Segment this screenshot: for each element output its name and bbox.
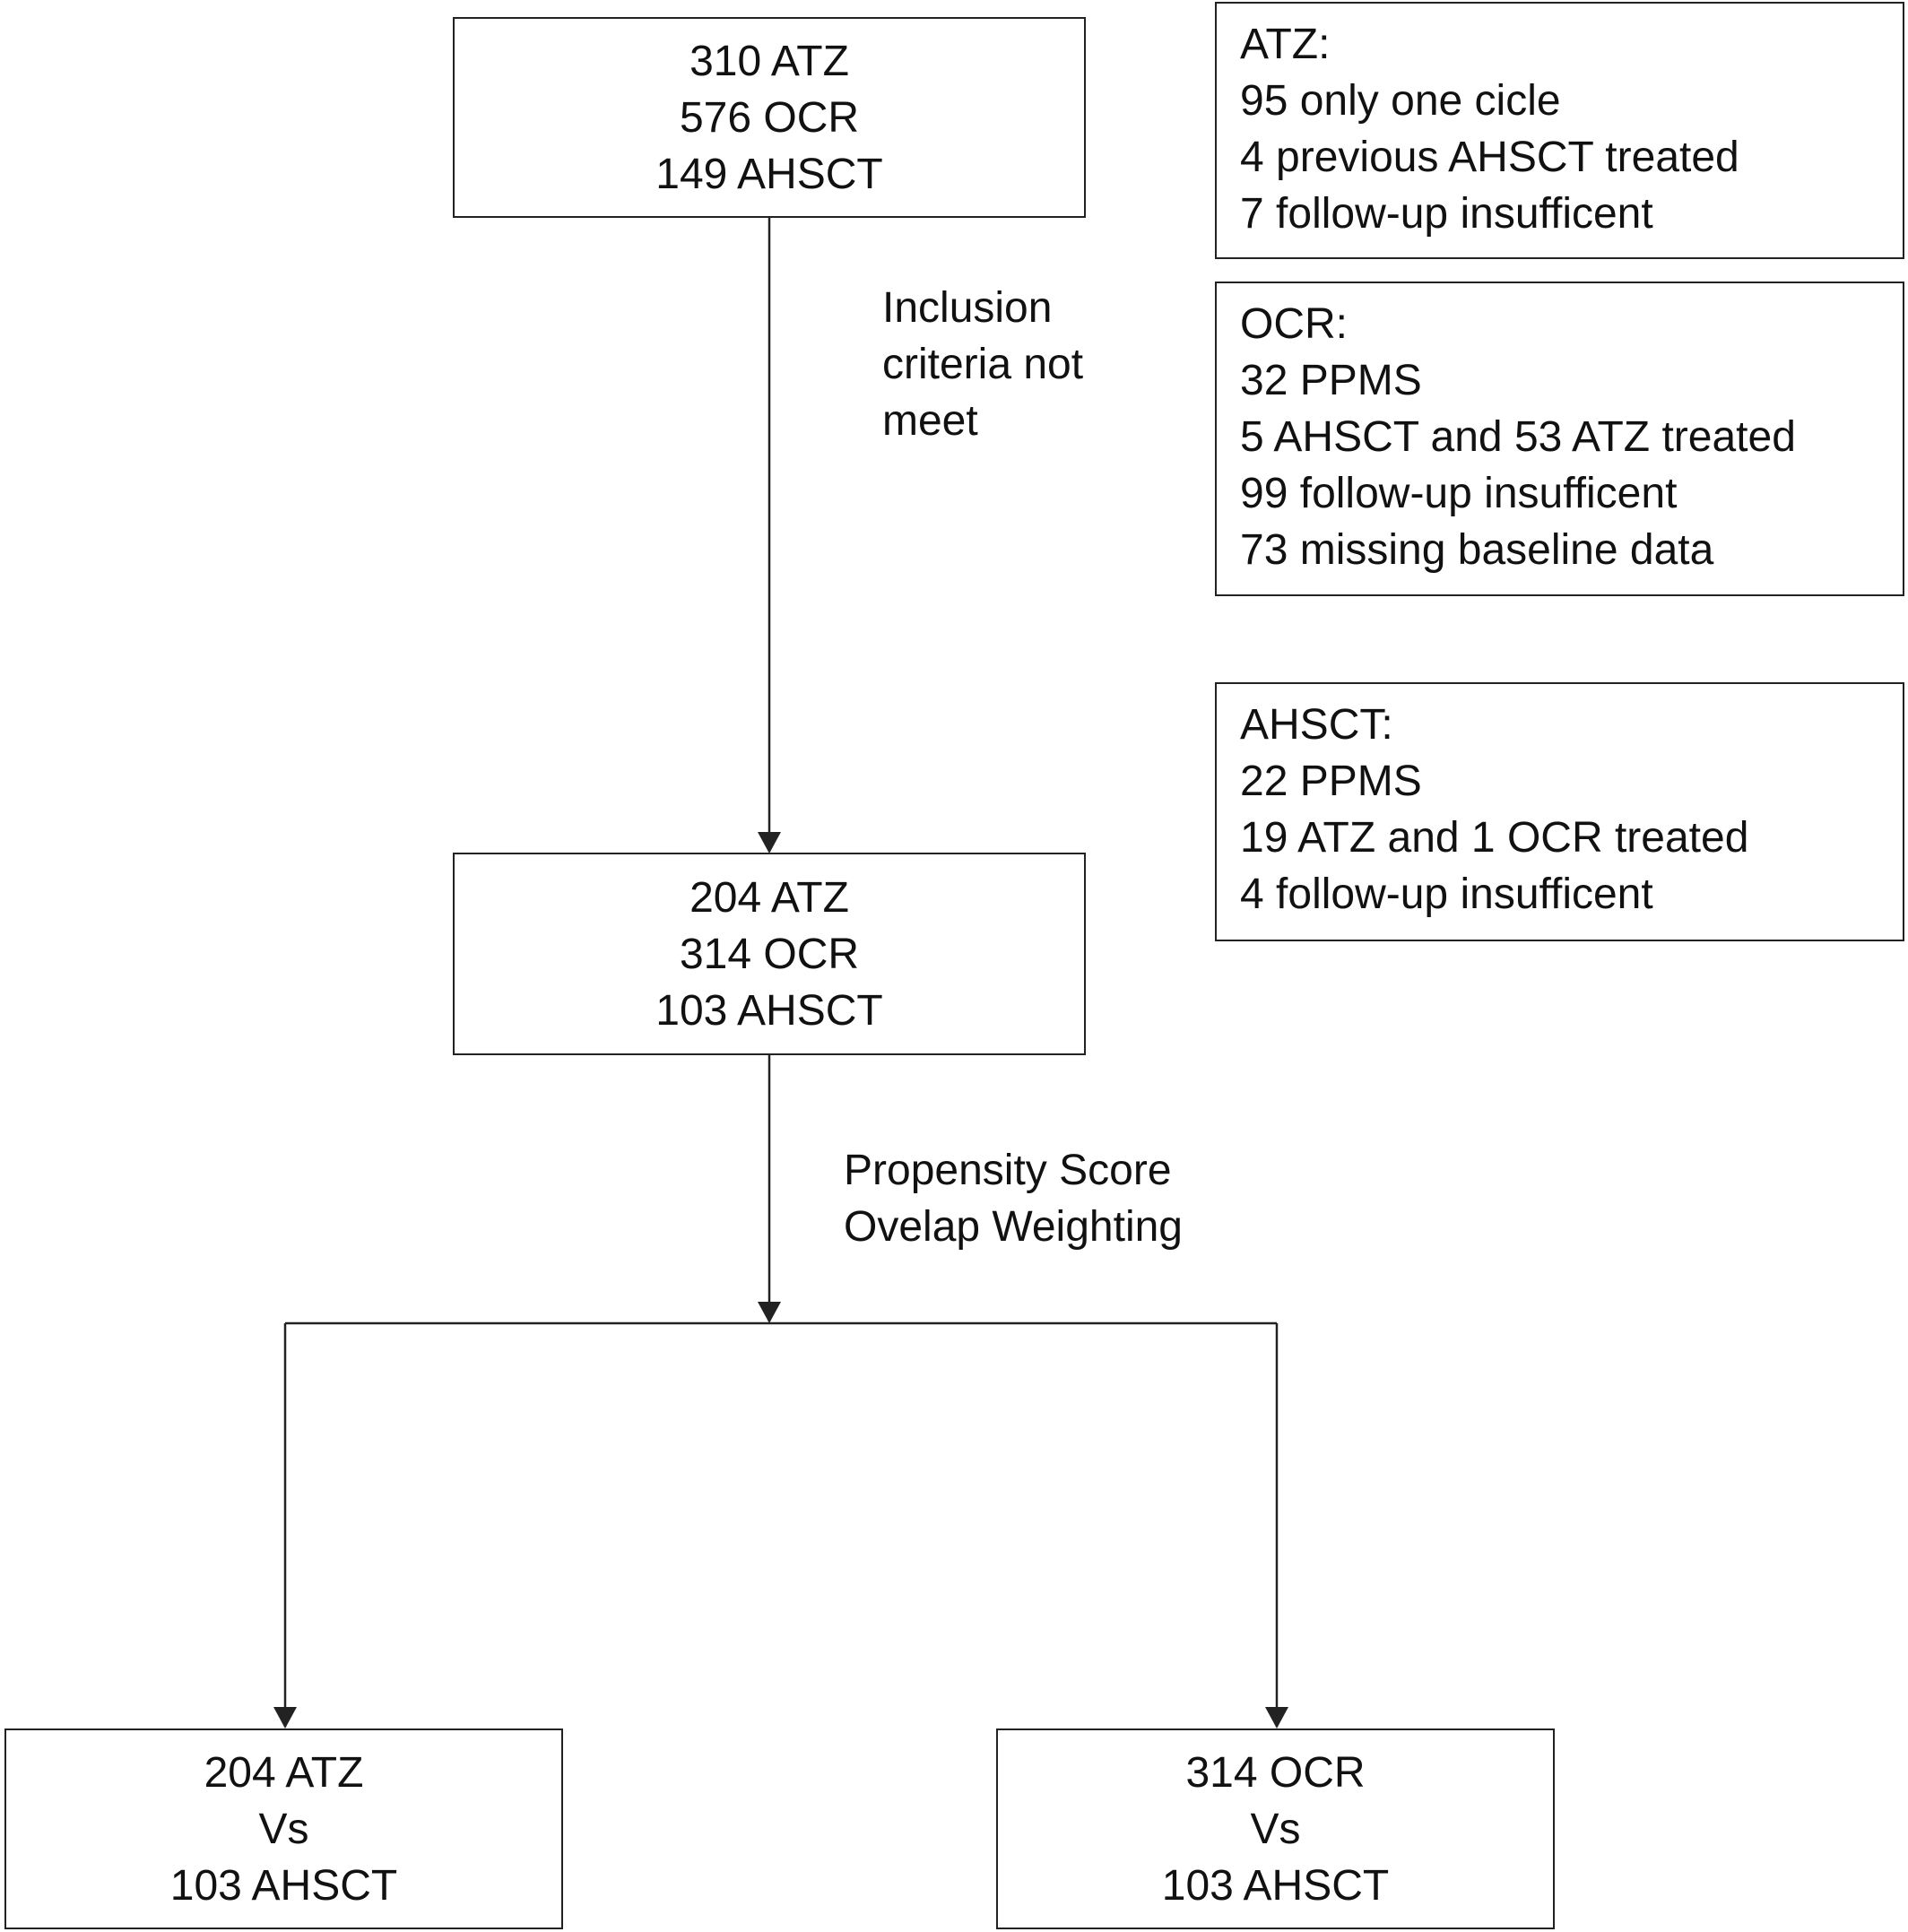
exclusion-atz-item: 95 only one cicle <box>1240 77 1561 125</box>
middle-box-line-ocr: 314 OCR <box>679 930 860 978</box>
inclusion-label-line-2: criteria not <box>882 341 1084 388</box>
arrowhead-top-to-middle <box>758 832 781 853</box>
bottom-left-box-atz-vs-ahsct: 204 ATZ Vs 103 AHSCT <box>4 1728 563 1929</box>
propensity-label-line-2: Ovelap Weighting <box>844 1203 1183 1251</box>
propensity-label-line-1: Propensity Score <box>844 1147 1172 1194</box>
top-box-line-ocr: 576 OCR <box>679 93 860 142</box>
exclusion-atz-item: 7 follow-up insufficent <box>1240 190 1653 238</box>
middle-box-included-cohort: 204 ATZ 314 OCR 103 AHSCT <box>453 853 1086 1055</box>
exclusion-ahsct-item: 22 PPMS <box>1240 758 1422 805</box>
arrowhead-middle-to-split <box>758 1302 781 1323</box>
arrowhead-split-to-right <box>1265 1707 1288 1728</box>
propensity-score-label: Propensity Score Ovelap Weighting <box>844 1142 1183 1255</box>
bottom-left-line-2: Vs <box>258 1805 309 1853</box>
bottom-left-line-3: 103 AHSCT <box>169 1861 398 1910</box>
exclusion-ahsct-title: AHSCT: <box>1240 701 1393 749</box>
middle-box-line-atz: 204 ATZ <box>689 873 849 922</box>
exclusion-ahsct-item: 4 follow-up insufficent <box>1240 871 1653 918</box>
exclusion-box-ahsct: AHSCT: 22 PPMS 19 ATZ and 1 OCR treated … <box>1215 682 1904 941</box>
arrowhead-split-to-left <box>273 1707 297 1728</box>
bottom-right-line-3: 103 AHSCT <box>1161 1861 1390 1910</box>
inclusion-label-line-1: Inclusion <box>882 284 1053 332</box>
exclusion-ocr-item: 99 follow-up insufficent <box>1240 470 1678 517</box>
middle-box-line-ahsct: 103 AHSCT <box>655 986 883 1035</box>
exclusion-box-atz: ATZ: 95 only one cicle 4 previous AHSCT … <box>1215 2 1904 259</box>
inclusion-label-line-3: meet <box>882 397 978 445</box>
exclusion-ocr-title: OCR: <box>1240 300 1348 348</box>
exclusion-ocr-item: 73 missing baseline data <box>1240 526 1714 574</box>
inclusion-criteria-label: Inclusion criteria not meet <box>882 280 1083 449</box>
top-box-initial-cohort: 310 ATZ 576 OCR 149 AHSCT <box>453 17 1086 218</box>
bottom-right-line-2: Vs <box>1250 1805 1301 1853</box>
exclusion-ahsct-item: 19 ATZ and 1 OCR treated <box>1240 814 1749 862</box>
top-box-line-ahsct: 149 AHSCT <box>655 150 883 198</box>
top-box-line-atz: 310 ATZ <box>689 37 849 85</box>
exclusion-ocr-item: 5 AHSCT and 53 ATZ treated <box>1240 413 1796 461</box>
exclusion-atz-title: ATZ: <box>1240 21 1331 68</box>
exclusion-ocr-item: 32 PPMS <box>1240 357 1422 404</box>
exclusion-atz-item: 4 previous AHSCT treated <box>1240 134 1739 181</box>
exclusion-box-ocr: OCR: 32 PPMS 5 AHSCT and 53 ATZ treated … <box>1215 282 1904 596</box>
bottom-left-line-1: 204 ATZ <box>204 1748 364 1797</box>
bottom-right-line-1: 314 OCR <box>1185 1748 1366 1797</box>
bottom-right-box-ocr-vs-ahsct: 314 OCR Vs 103 AHSCT <box>996 1728 1555 1929</box>
